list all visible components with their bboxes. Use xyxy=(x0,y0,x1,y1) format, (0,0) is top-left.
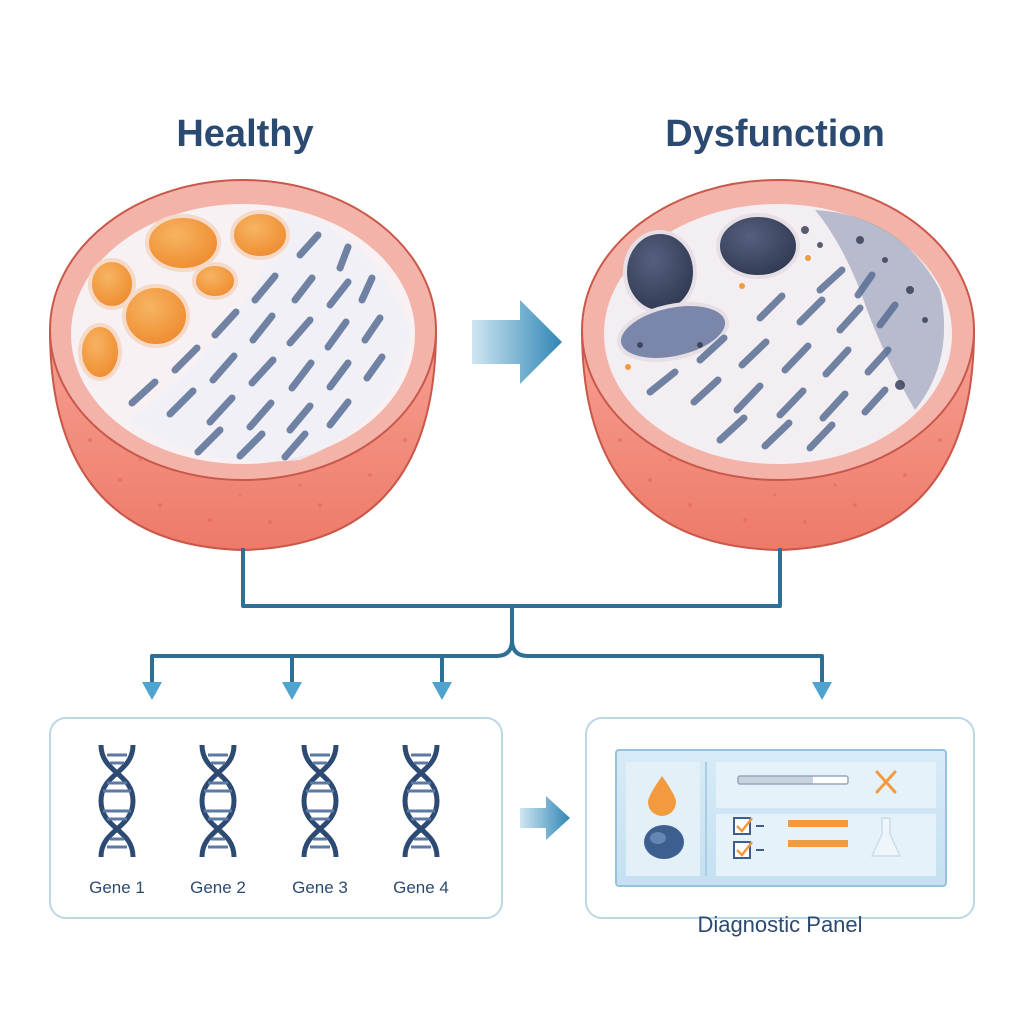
dysfunction-muscle-fibers xyxy=(646,266,899,452)
result-bars xyxy=(788,820,848,847)
drop-icon xyxy=(648,776,676,816)
cross-icon xyxy=(875,770,897,794)
dna-icon xyxy=(301,744,339,858)
dna-icon xyxy=(98,744,136,858)
progression-arrow xyxy=(472,300,562,384)
panel-arrow xyxy=(520,796,570,840)
dysfunction-title: Dysfunction xyxy=(665,113,885,155)
flask-icon xyxy=(870,817,902,857)
dna-icon xyxy=(402,744,440,858)
gene-box xyxy=(49,717,503,919)
healthy-tissue-illustration xyxy=(48,179,438,552)
connector-lines xyxy=(150,548,824,682)
gene-label: Gene 4 xyxy=(393,878,449,897)
organ-icon xyxy=(644,825,684,859)
healthy-muscle-fibers xyxy=(128,231,386,461)
checkbox-icon xyxy=(733,841,764,859)
connector-arrowheads xyxy=(142,682,832,700)
dna-icon xyxy=(199,744,237,858)
healthy-title: Healthy xyxy=(176,113,313,155)
healthy-fat-cells xyxy=(78,210,290,381)
diagnostic-screen xyxy=(615,749,947,887)
gene-label: Gene 1 xyxy=(89,878,145,897)
dysfunction-tissue-illustration xyxy=(580,179,976,552)
diagnostic-panel-label: Diagnostic Panel xyxy=(697,912,862,937)
dna-icons xyxy=(98,744,440,858)
gene-label: Gene 2 xyxy=(190,878,246,897)
checkbox-icon xyxy=(733,817,764,835)
gene-label: Gene 3 xyxy=(292,878,348,897)
